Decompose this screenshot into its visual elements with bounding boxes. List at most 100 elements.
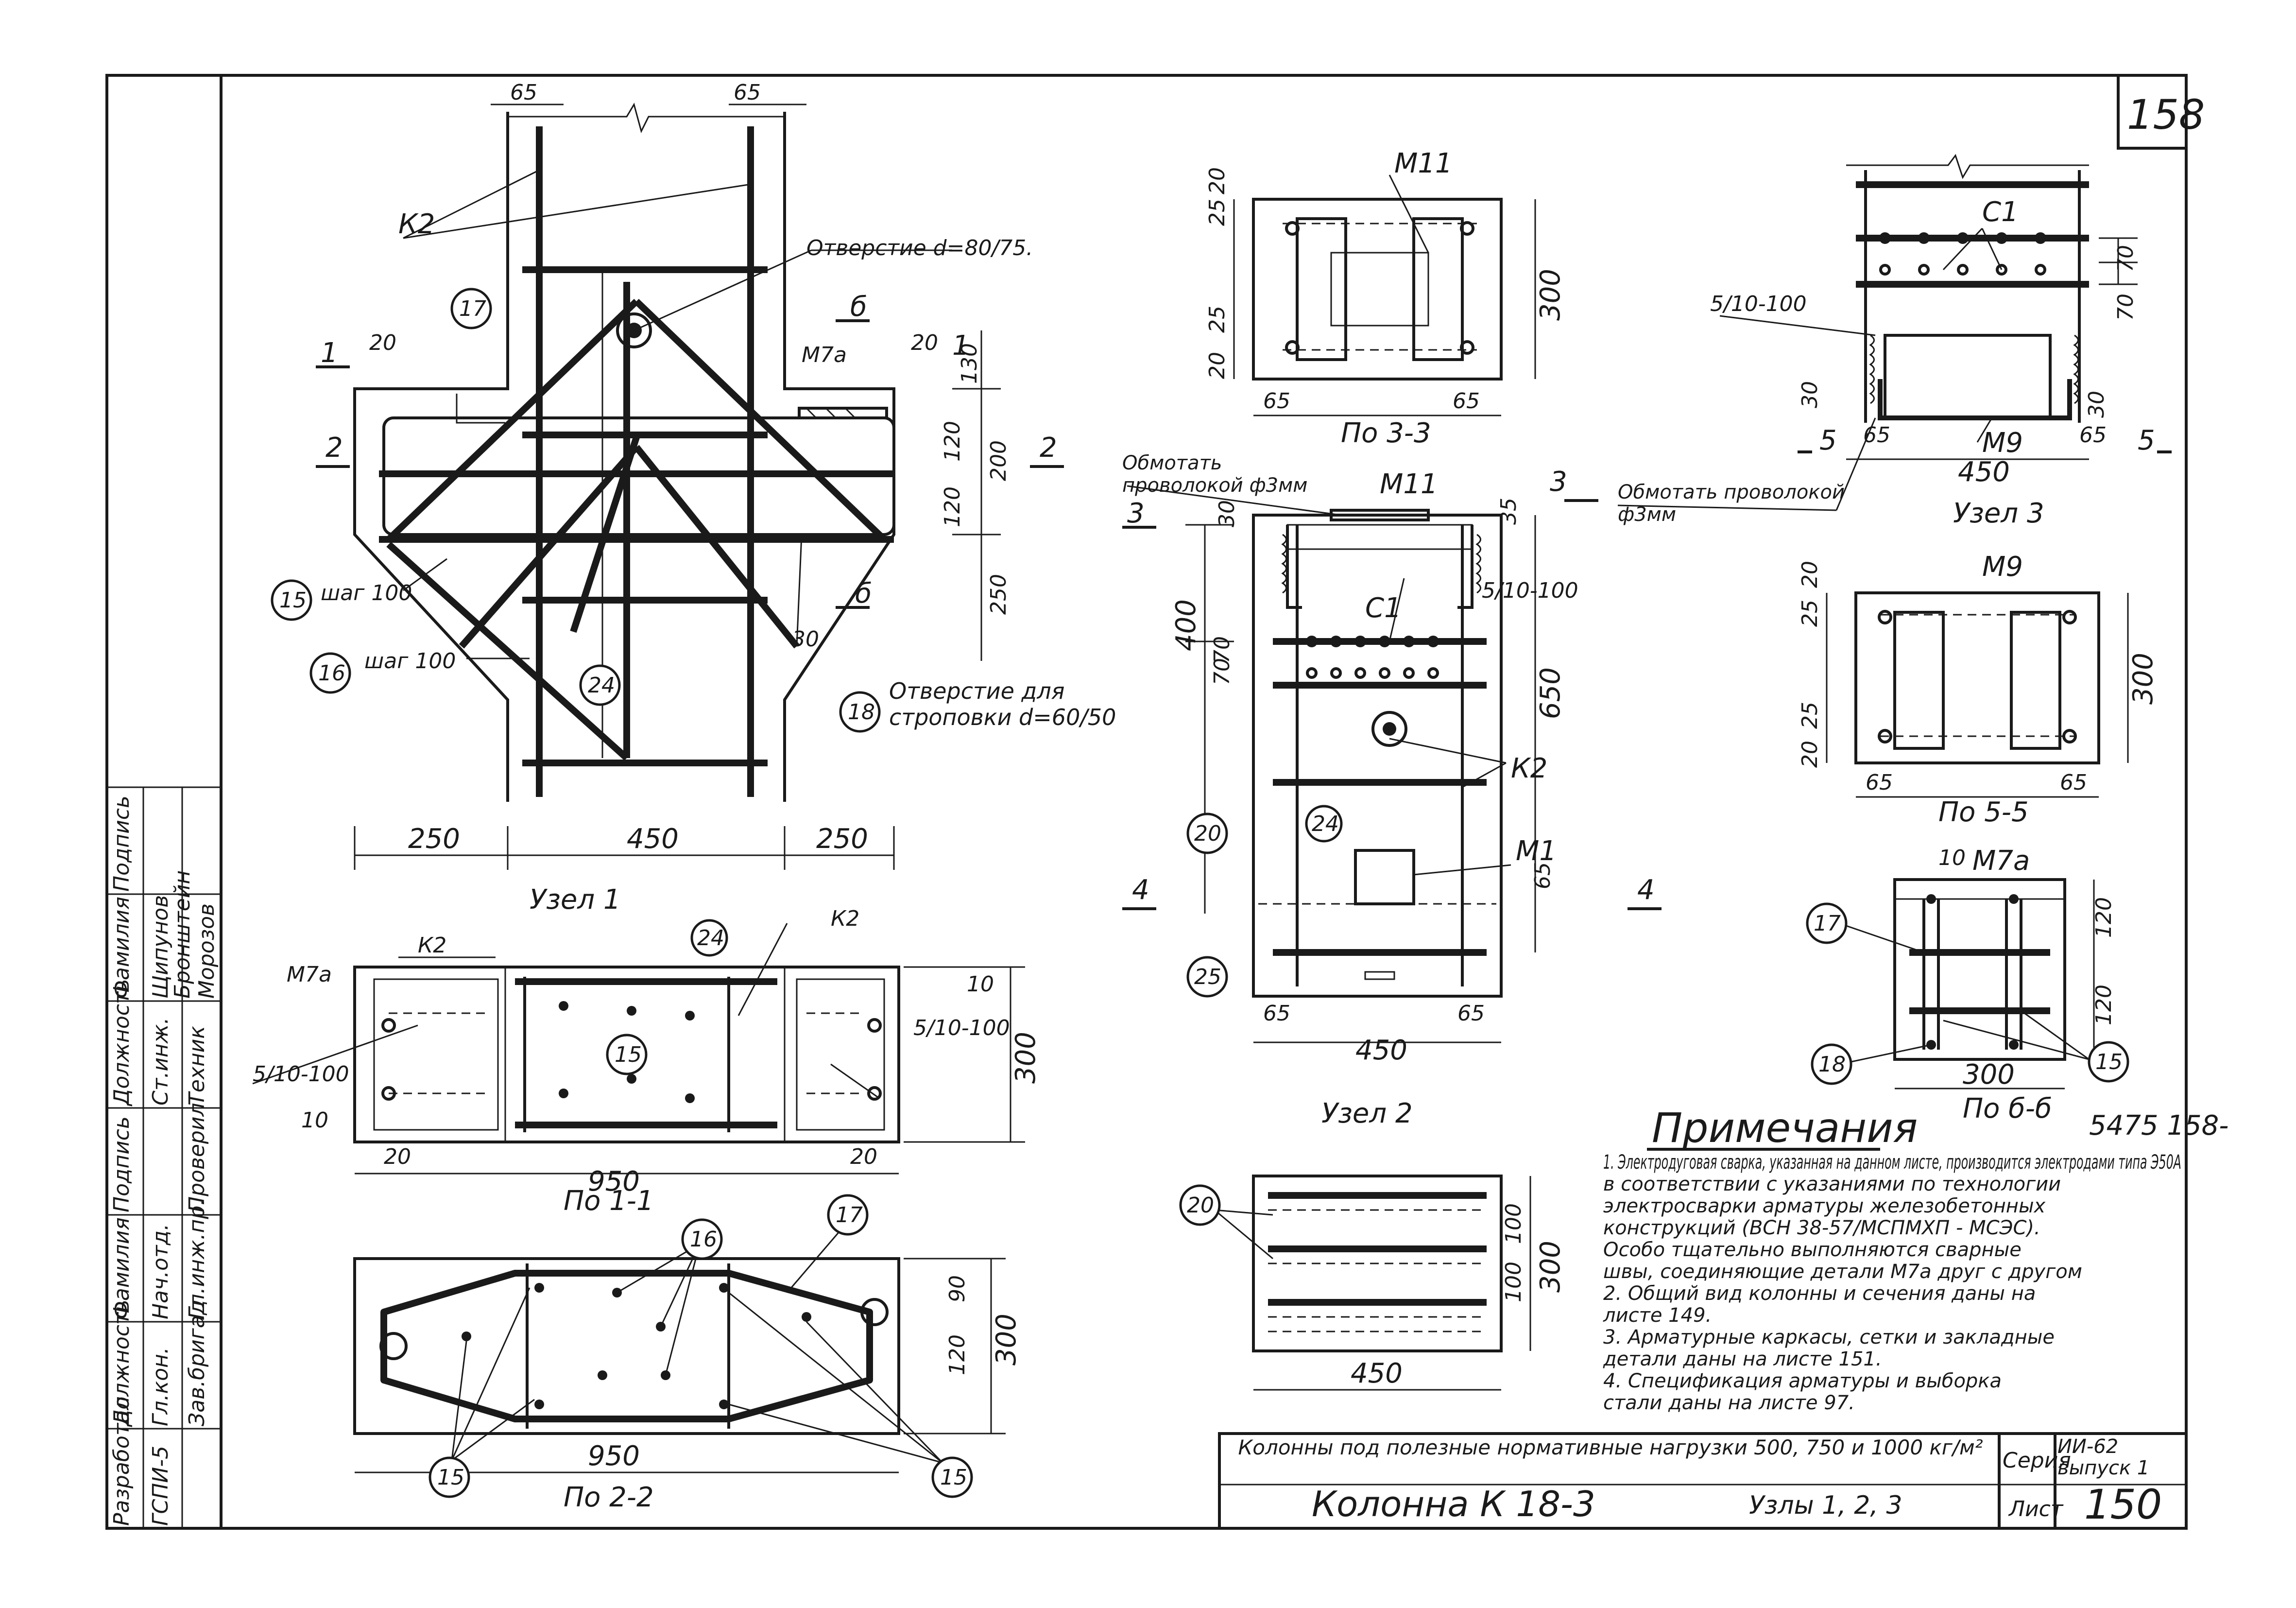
svg-text:15: 15: [279, 588, 307, 613]
node1-dim-6: 200: [986, 440, 1011, 481]
sec33-dim-2: 25: [1205, 306, 1230, 333]
stamp-code: ГСПИ-5: [148, 1446, 173, 1526]
note-line-9: детали даны на листе 151.: [1603, 1348, 1882, 1370]
node1-label-step2: шаг 100: [364, 649, 456, 674]
stamp-cell-6: Проверил: [185, 1103, 209, 1212]
node3-label-c1: С1: [1982, 196, 2019, 228]
stamp-cell-7: Щипунов: [148, 895, 173, 999]
note-line-2: электросварки арматуры железобетонных: [1603, 1195, 2046, 1217]
node3-dim-5: 65: [2079, 423, 2107, 448]
sec66-dim-3: 300: [1963, 1059, 2015, 1090]
sec33-dim-6: 65: [1453, 389, 1480, 414]
sec55-title: По 5-5: [1938, 796, 2029, 828]
svg-text:15: 15: [2095, 1050, 2123, 1074]
sec11-bubble-15: 15: [606, 1034, 648, 1075]
section-5-5-text: По 5-5 М9 20 25 25 20 300 65 65: [1798, 551, 2159, 828]
note-line-8: 3. Арматурные каркасы, сетки и закладные: [1603, 1326, 2055, 1349]
node1-dim-9: 30: [792, 627, 819, 652]
sec11-label-m7a: М7а: [287, 962, 332, 987]
node2-label-c1: С1: [1365, 592, 1402, 624]
node1-bubble-24: 24: [579, 664, 621, 706]
stamp-cell-1: Нач.отд.: [148, 1224, 173, 1319]
note-line-10: 4. Спецификация арматуры и выборка: [1603, 1370, 2002, 1392]
sec11-dim-1: 300: [1010, 1032, 1042, 1084]
node1-bubble-18: 18: [839, 691, 881, 733]
node2-sec-4b: 4: [1637, 874, 1655, 906]
sec22-dim-2: 300: [991, 1314, 1022, 1366]
node2-dim-8: 65: [1457, 1001, 1485, 1026]
sec33-label-m11: М11: [1394, 148, 1453, 179]
svg-text:17: 17: [836, 1203, 863, 1228]
sec11-label-k2a: К2: [418, 933, 446, 958]
svg-text:24: 24: [588, 673, 615, 698]
node1-label-k2: К2: [398, 208, 435, 240]
note-line-5: швы, соединяющие детали М7а друг с друго…: [1603, 1261, 2082, 1283]
sec22-bubble-15b: 15: [931, 1456, 973, 1498]
node3-dim-4: 65: [1863, 423, 1890, 448]
node3-drawing: [1617, 154, 2138, 511]
svg-text:20: 20: [1187, 1193, 1214, 1218]
svg-text:24: 24: [1312, 812, 1339, 836]
section-2-2-text: По 2-2 90 120 300 950 16 17 15 15: [428, 1194, 1022, 1513]
node2-dim-7: 65: [1263, 1001, 1290, 1026]
note-line-4: Особо тщательно выполняются сварные: [1603, 1239, 2022, 1261]
sec11-dim-5: 950: [588, 1166, 640, 1197]
stamp-header-3: Подпись: [109, 1116, 134, 1212]
node1-sec-6b: б: [855, 578, 872, 609]
svg-text:15: 15: [940, 1465, 967, 1490]
svg-text:17: 17: [1814, 911, 1841, 936]
sec66-bubble-17: 17: [1806, 902, 1848, 944]
sec22-bubble-16: 16: [681, 1218, 723, 1260]
node1-dim-3: 20: [911, 330, 938, 355]
node1-sec-6a: б: [850, 291, 867, 323]
section-2-2: [353, 1224, 1006, 1473]
svg-text:18: 18: [848, 700, 875, 725]
title-main: Колонны под полезные нормативные нагрузк…: [1238, 1436, 1983, 1459]
node2-label-step: 5/10-100: [1482, 578, 1578, 603]
node2-sec-3a: 3: [1127, 498, 1145, 529]
sec33-dim-1: 25: [1205, 199, 1230, 226]
sec55-dim-0: 20: [1798, 561, 1822, 588]
node3-title: Узел 3: [1953, 498, 2044, 529]
svg-text:16: 16: [690, 1227, 717, 1252]
node1-dim-5: 120: [940, 421, 965, 462]
note-line-7: листе 149.: [1603, 1304, 1712, 1327]
sec22-bubble-15a: 15: [428, 1456, 470, 1498]
note-line-11: стали даны на листе 97.: [1603, 1392, 1855, 1414]
node1-sec-2b: 2: [1040, 432, 1057, 464]
stamp-cell-9: Морозов: [194, 903, 219, 999]
note-line-6: 2. Общий вид колонны и сечения даны на: [1603, 1282, 2036, 1305]
sheet-frame: 158: [105, 74, 2205, 1530]
node2-sec-3b: 3: [1550, 466, 1567, 498]
node1-text: Узел 1 К2 Отверстие d=80/75. М7а шаг 100…: [271, 80, 1116, 916]
node1-bubble-16: 16: [309, 652, 351, 694]
node2-dim-3: 70: [1210, 636, 1234, 663]
section-1-1: [252, 923, 1025, 1175]
stamp-header-0: Разработал: [109, 1396, 134, 1526]
node1-bubble-17: 17: [450, 288, 492, 329]
node3-dim-3: 30: [2084, 391, 2109, 418]
sec11-label-k2b: К2: [831, 906, 859, 931]
node2-bubble-20: 20: [1186, 813, 1228, 854]
sec55-dim-5: 65: [1866, 770, 1893, 795]
node2-label-k2: К2: [1511, 753, 1547, 784]
svg-text:15: 15: [437, 1465, 464, 1490]
node1-dim-10: 250: [408, 823, 460, 855]
section-5-5: [1826, 591, 2129, 798]
sec11-dim-4: 20: [850, 1144, 877, 1169]
node1-sec-2a: 2: [326, 432, 343, 464]
node1-bubble-15: 15: [271, 579, 312, 621]
node2-label-m11: М11: [1380, 468, 1438, 500]
sec11-bubble-24: 24: [690, 919, 728, 957]
sec66-label-m7a: М7а: [1972, 845, 2030, 877]
node2b-dim-2: 300: [1535, 1241, 1566, 1293]
node3-dim-1: 70: [2113, 294, 2138, 321]
sheet-number: 158: [2127, 91, 2205, 138]
sec66-bubble-15: 15: [2088, 1041, 2129, 1083]
title-nodes: Узлы 1, 2, 3: [1749, 1491, 1902, 1520]
node3-sec-5b: 5: [2138, 425, 2155, 456]
node2-mesh: [1214, 1175, 1531, 1391]
stamp-header-2: Фамилия: [109, 1217, 134, 1319]
stamp-header-6: Подпись: [109, 795, 134, 892]
